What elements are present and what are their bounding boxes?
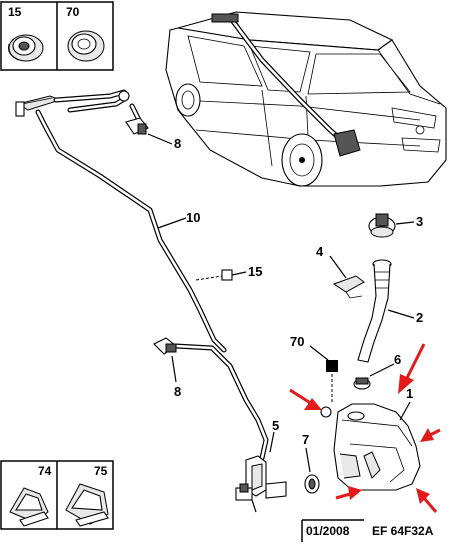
grommet-15-marker: 15 <box>195 264 262 281</box>
wheel-icon <box>281 133 323 187</box>
clip-icon <box>9 487 49 527</box>
callout-70: 70 <box>290 334 304 349</box>
callout-1: 1 <box>406 386 413 401</box>
arrow-icon <box>420 428 441 442</box>
connector-8-lower: 8 <box>153 337 181 399</box>
callout-7: 7 <box>302 432 309 447</box>
arrow-icon <box>398 343 426 394</box>
footer-reference: 01/2008 EF 64F32A <box>301 519 434 542</box>
filler-neck-2: 2 <box>357 259 423 363</box>
callout-5: 5 <box>272 418 279 433</box>
callout-8-upper: 8 <box>174 136 181 151</box>
callout-10: 10 <box>186 210 200 225</box>
callout-6: 6 <box>394 352 401 367</box>
inset-bottom: 74 75 <box>0 460 114 530</box>
inset-label-75: 75 <box>94 464 108 478</box>
reservoir-1: 1 <box>320 386 421 491</box>
footer-date: 01/2008 <box>306 524 350 538</box>
arrows <box>289 343 441 513</box>
callout-3: 3 <box>416 214 423 229</box>
inset-label-74: 74 <box>38 464 52 478</box>
plug-70-marker: 70 <box>290 334 338 404</box>
callout-4: 4 <box>316 244 324 259</box>
grommet-6: 6 <box>353 352 401 390</box>
inset-label-70: 70 <box>66 5 80 19</box>
seal-7: 7 <box>302 432 320 494</box>
arrow-icon <box>289 388 322 410</box>
footer-ref: EF 64F32A <box>372 524 434 538</box>
clamp-icon <box>65 483 109 527</box>
arrow-icon <box>335 486 362 500</box>
car-illustration <box>165 11 447 187</box>
washer-jet <box>15 89 130 117</box>
pump-5: 5 <box>235 418 287 513</box>
connector-8-upper: 8 <box>125 117 181 151</box>
grommet-icon <box>8 34 44 62</box>
plug-icon <box>67 30 105 62</box>
bracket-4: 4 <box>316 244 365 299</box>
callout-2: 2 <box>416 310 423 325</box>
inset-top: 15 70 <box>0 1 114 71</box>
inset-label-15: 15 <box>8 5 22 19</box>
arrow-icon <box>416 488 438 513</box>
cap-3: 3 <box>368 213 423 238</box>
hose-10 <box>35 103 269 461</box>
callout-15: 15 <box>248 264 262 279</box>
callout-8-lower: 8 <box>174 384 181 399</box>
